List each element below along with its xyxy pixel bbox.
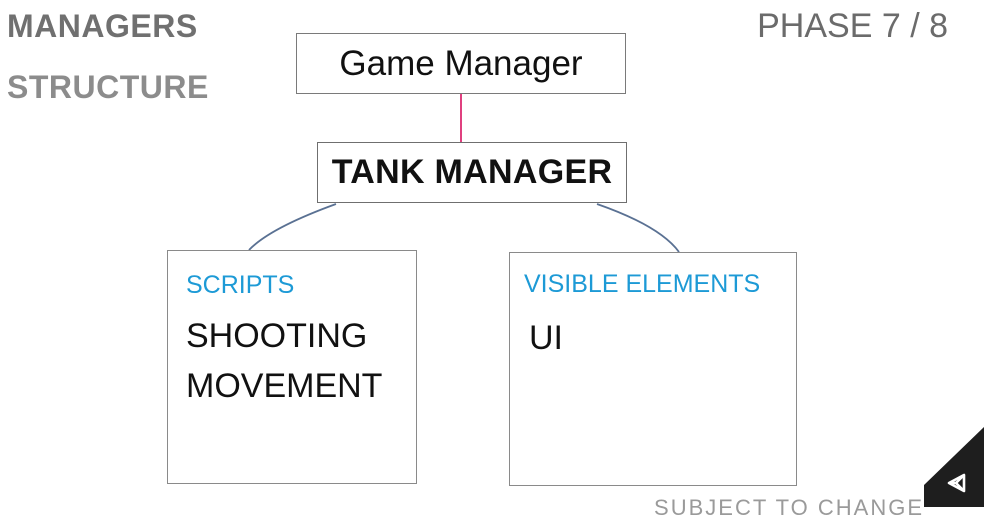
game-manager-node: Game Manager [296, 33, 626, 94]
visible-elements-heading: VISIBLE ELEMENTS [524, 270, 761, 298]
footer-text: SUBJECT TO CHANGE [654, 495, 924, 520]
tank-to-scripts-link [248, 203, 337, 251]
scripts-item-shooting: SHOOTING [186, 317, 368, 355]
scripts-item-movement: MOVEMENT [186, 367, 383, 405]
scripts-heading: SCRIPTS [186, 271, 295, 299]
title-line-1: MANAGERS [7, 8, 198, 44]
unity-logo-icon [924, 427, 984, 507]
visible-item-ui: UI [529, 319, 563, 357]
visible-elements-node: VISIBLE ELEMENTS UI [509, 252, 797, 486]
tank-manager-label: TANK MANAGER [331, 153, 613, 191]
tank-manager-node: TANK MANAGER [317, 142, 627, 203]
tank-to-visible-link [596, 203, 680, 253]
title-line-2: STRUCTURE [7, 69, 209, 105]
scripts-node: SCRIPTS SHOOTING MOVEMENT [167, 250, 417, 484]
phase-indicator: PHASE 7 / 8 [757, 7, 948, 45]
game-manager-label: Game Manager [339, 44, 583, 83]
connector-lines [248, 94, 680, 253]
